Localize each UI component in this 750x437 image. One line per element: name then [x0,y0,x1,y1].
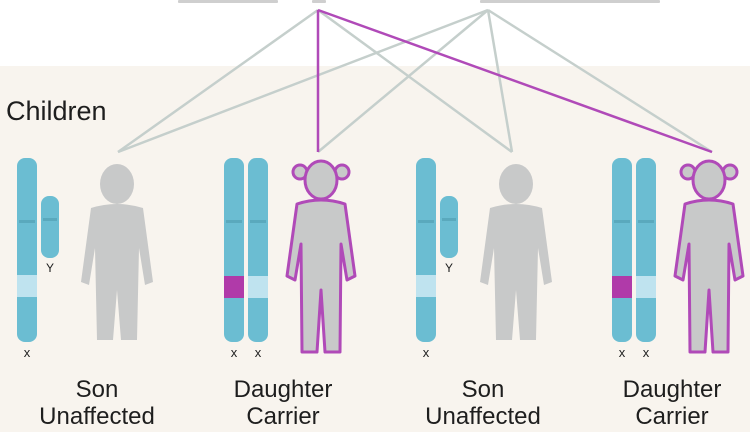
caption-status: Unaffected [2,403,192,430]
y-chromosome [440,196,458,258]
caption-role: Daughter [577,376,750,403]
x-centromere [19,220,35,223]
x-centromere-2 [250,220,266,223]
x-chromosome-2 [248,158,268,342]
y-centromere [43,218,57,221]
x-chromosome [416,158,436,342]
x-chromosome-light-band [17,275,37,297]
x-chromosome-2 [636,158,656,342]
y-centromere [442,218,456,221]
x-centromere-1 [226,220,242,223]
x-chromosome-label-1: x [231,345,238,360]
x-chromosome-label-2: x [255,345,262,360]
x-chromosome-label: x [423,345,430,360]
x-chromosome-label: x [24,345,31,360]
mutation-band [224,276,244,298]
x-chromosome-light-band [416,275,436,297]
x-centromere-1 [614,220,630,223]
caption-role: Son [388,376,578,403]
y-chromosome-label: Y [46,261,54,275]
x-chromosome [17,158,37,342]
y-chromosome-label: Y [445,261,453,275]
caption-status: Carrier [577,403,750,430]
caption-role: Daughter [188,376,378,403]
figure-head [499,164,533,204]
x-chromosome-light-band [248,276,268,298]
caption-role: Son [2,376,192,403]
top-edge-text [178,0,660,3]
figure-head [693,161,725,199]
x-centromere-2 [638,220,654,223]
figure-head [305,161,337,199]
x-chromosome-label-1: x [619,345,626,360]
x-chromosome-1 [612,158,632,342]
mutation-band [612,276,632,298]
x-chromosome-label-2: x [643,345,650,360]
x-chromosome-1 [224,158,244,342]
x-centromere [418,220,434,223]
figure-head [100,164,134,204]
caption-status: Carrier [188,403,378,430]
caption-status: Unaffected [388,403,578,430]
section-label-children: Children [6,96,107,127]
x-chromosome-light-band [636,276,656,298]
y-chromosome [41,196,59,258]
